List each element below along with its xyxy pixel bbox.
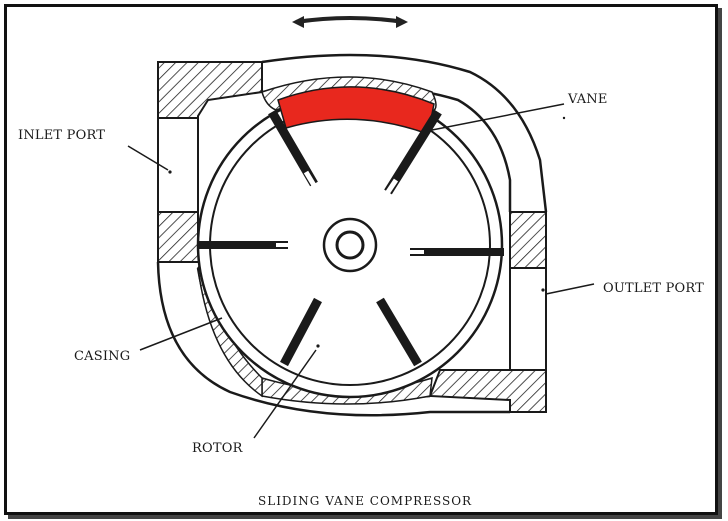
rotor-leader (253, 349, 317, 439)
outlet-port-block (428, 211, 547, 413)
label-inlet-port: INLET PORT (18, 128, 105, 143)
outlet-dot (541, 288, 545, 292)
vanes (198, 109, 504, 367)
label-casing: CASING (74, 349, 130, 364)
vane-leader (431, 103, 565, 131)
vane-upper-right (381, 109, 442, 200)
rotation-arrow-icon (292, 16, 408, 28)
inlet-dot (168, 170, 172, 174)
label-outlet-port: OUTLET PORT (603, 281, 704, 296)
vane-lower-right (376, 297, 422, 367)
rotor-shaft (335, 230, 365, 260)
inlet-leader (127, 145, 169, 171)
label-rotor: ROTOR (192, 441, 244, 456)
rotor-dot (316, 344, 320, 348)
diagram-caption: SLIDING VANE COMPRESSOR (258, 494, 472, 508)
outlet-leader (545, 283, 595, 295)
casing-leader (139, 317, 223, 351)
vane-upper-left (268, 109, 321, 194)
label-vane: VANE (567, 92, 608, 107)
vane-dot (562, 116, 566, 120)
vane-lower-left (280, 297, 322, 367)
